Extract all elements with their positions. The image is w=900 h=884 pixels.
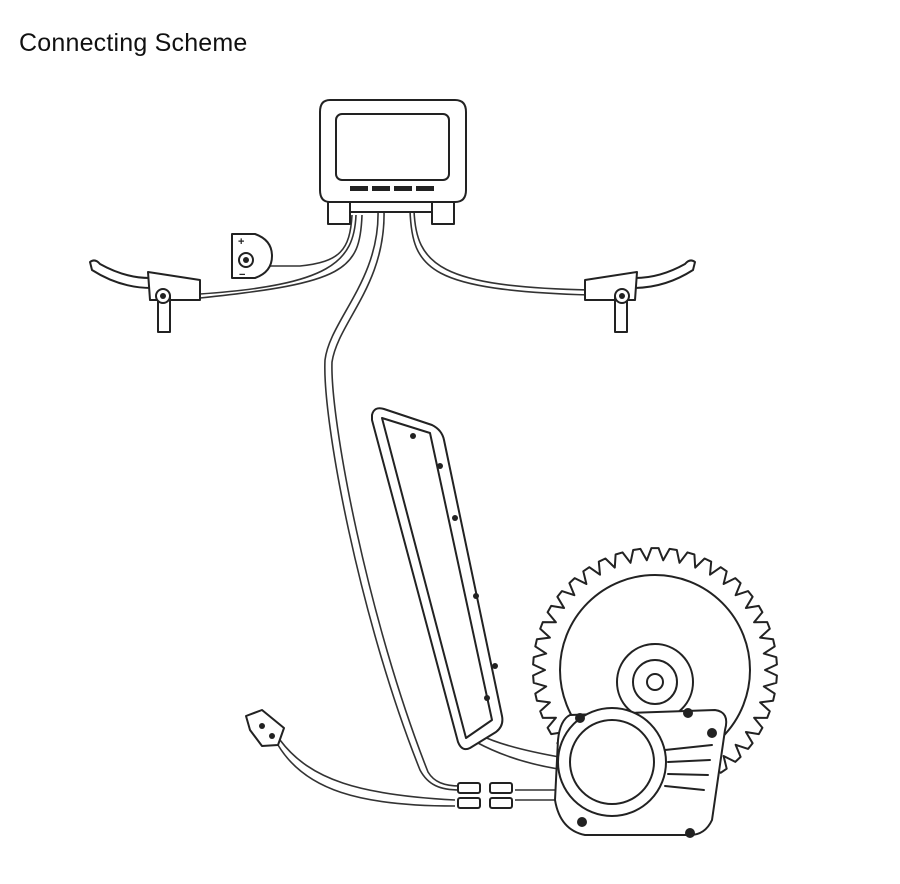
battery (371, 407, 504, 751)
diagram-title: Connecting Scheme (19, 29, 248, 57)
display-buttons (350, 186, 434, 191)
thumb-throttle: + − (231, 233, 273, 281)
display-unit (319, 99, 467, 225)
motor-bolts (575, 708, 717, 838)
battery-mounting-holes (410, 433, 498, 701)
right-brake-lever (584, 259, 696, 333)
cables (199, 209, 591, 807)
mid-drive-motor (554, 643, 728, 838)
motor-cooling-fins (664, 744, 713, 791)
left-brake-lever (89, 259, 201, 333)
display-screen (335, 113, 450, 181)
svg-text:+: + (238, 236, 244, 248)
speed-sensor (245, 709, 285, 747)
svg-text:−: − (239, 269, 245, 281)
cable-connectors (457, 782, 513, 809)
